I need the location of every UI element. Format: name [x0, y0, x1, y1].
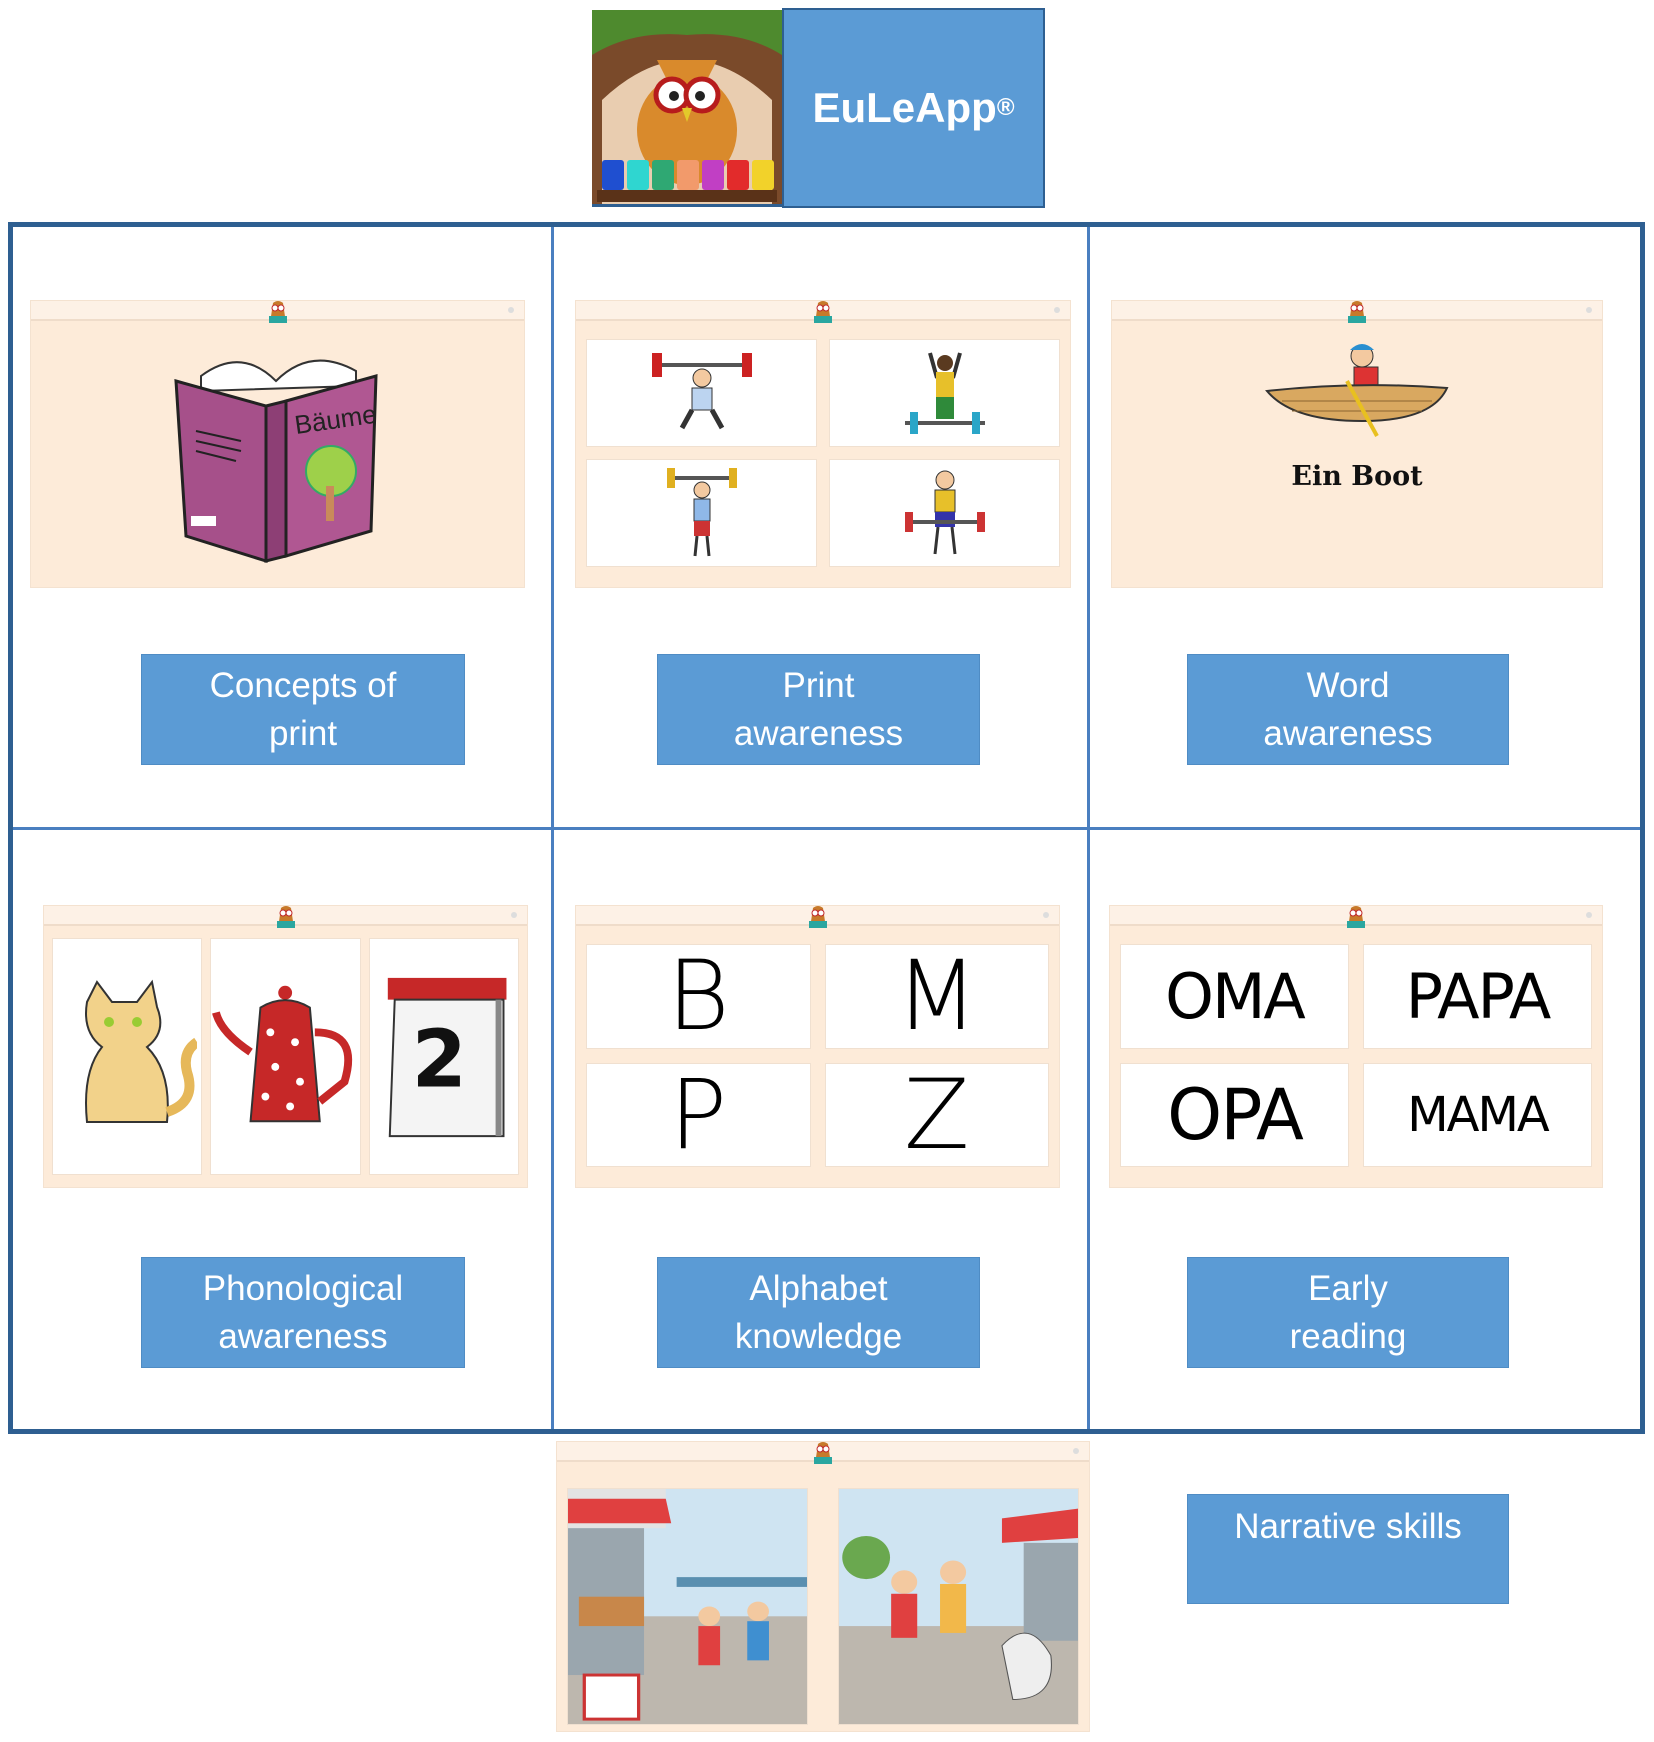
cat-card[interactable]	[52, 938, 203, 1175]
word-card[interactable]: OPA	[1120, 1062, 1349, 1167]
word-caption: Ein Boot	[1291, 461, 1423, 492]
early-reading-button[interactable]: Early reading	[1187, 1257, 1509, 1368]
button-label: Concepts of	[209, 665, 397, 705]
owl-icon	[804, 902, 832, 930]
app-title-box: EuLeApp®	[782, 8, 1045, 208]
word-awareness-button[interactable]: Word awareness	[1187, 654, 1509, 765]
button-label: knowledge	[734, 1316, 903, 1356]
owl-icon	[809, 297, 837, 325]
concepts-of-print-screen: Bäume	[30, 300, 525, 588]
app-title: EuLeApp	[812, 84, 997, 131]
word-awareness-screen: Ein Boot	[1111, 300, 1603, 588]
print-awareness-screen	[575, 300, 1071, 588]
owl-icon	[809, 1438, 837, 1466]
phonological-awareness-button[interactable]: Phonological awareness	[141, 1257, 465, 1368]
letter-card[interactable]: B	[586, 944, 811, 1049]
owl-icon	[1343, 297, 1371, 325]
button-label: awareness	[1263, 713, 1433, 753]
calendar-number: 2	[411, 1013, 466, 1105]
letter-card[interactable]: Z	[824, 1062, 1049, 1167]
concepts-of-print-button[interactable]: Concepts of print	[141, 654, 465, 765]
button-label: Narrative skills	[1234, 1507, 1462, 1546]
alphabet-knowledge-button[interactable]: Alphabet knowledge	[657, 1257, 980, 1368]
phonological-awareness-screen: 2	[43, 905, 528, 1188]
teapot-card[interactable]	[210, 938, 361, 1175]
euleapp-logo-image	[592, 10, 782, 207]
word-card[interactable]: PAPA	[1363, 944, 1592, 1049]
narrative-skills-button[interactable]: Narrative skills	[1187, 1494, 1509, 1604]
book-illustration: Bäume	[174, 359, 378, 564]
weightlifter-card[interactable]	[586, 339, 817, 447]
story-picture-card[interactable]	[567, 1488, 808, 1725]
button-label: awareness	[218, 1316, 388, 1356]
button-label: Phonological	[202, 1268, 404, 1308]
story-picture-card[interactable]	[838, 1488, 1079, 1725]
divider	[13, 827, 1640, 830]
word-card[interactable]: MAMA	[1363, 1062, 1592, 1167]
print-awareness-button[interactable]: Print awareness	[657, 654, 980, 765]
owl-icon	[1342, 902, 1370, 930]
registered-mark: ®	[996, 94, 1015, 121]
owl-icon	[272, 902, 300, 930]
button-label: Early	[1308, 1268, 1388, 1308]
boat-illustration	[1265, 344, 1449, 437]
button-label: Print	[782, 665, 855, 705]
button-label: reading	[1289, 1316, 1407, 1356]
calendar-card[interactable]: 2	[368, 938, 519, 1175]
skills-grid	[8, 222, 1645, 1434]
owl-icon	[264, 297, 292, 325]
button-label: print	[268, 713, 338, 753]
letter-card[interactable]: M	[824, 944, 1049, 1049]
narrative-skills-screen	[556, 1441, 1090, 1732]
early-reading-screen: OMA PAPA OPA MAMA	[1109, 905, 1603, 1188]
weightlifter-card[interactable]	[829, 339, 1060, 447]
alphabet-knowledge-screen: B M P Z	[575, 905, 1060, 1188]
button-label: awareness	[733, 713, 904, 753]
weightlifter-card[interactable]	[586, 459, 817, 567]
weightlifter-card[interactable]	[829, 459, 1060, 567]
button-label: Alphabet	[749, 1268, 888, 1308]
word-card[interactable]: OMA	[1120, 944, 1349, 1049]
button-label: Word	[1306, 665, 1390, 705]
letter-card[interactable]: P	[586, 1062, 811, 1167]
